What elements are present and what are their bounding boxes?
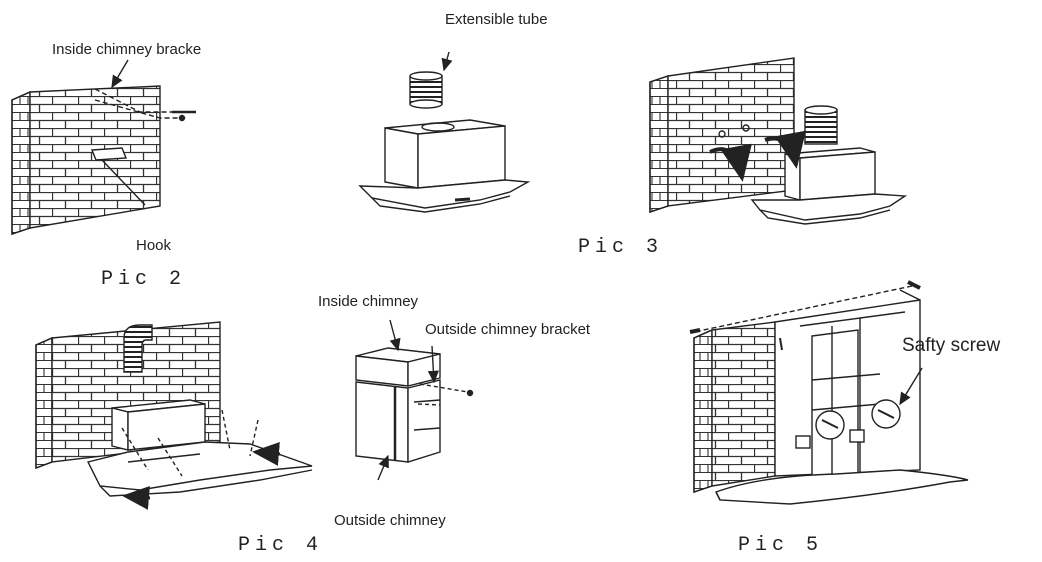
caption-pic2: Pic 2: [101, 268, 187, 291]
label-extensible-tube: Extensible tube: [445, 11, 548, 28]
pic2-bracket: [90, 147, 128, 161]
hook-pointer-line: [101, 159, 146, 206]
pic3-arrow-left: [709, 143, 752, 182]
caption-pic5: Pic 5: [738, 534, 824, 557]
hood-canopy: [358, 179, 531, 209]
pic3-tube: [804, 109, 838, 145]
pic3-arrow-right: [764, 130, 807, 169]
hood-with-tube-drawing: [358, 51, 531, 213]
pic5-drawing: [689, 280, 969, 505]
label-inside-chimney: Inside chimney: [318, 293, 419, 310]
chimney-drawing: [355, 319, 474, 481]
pic2-drawing: [11, 59, 196, 235]
label-outside-chimney-bracket: Outside chimney bracket: [425, 321, 591, 338]
pic4-drawing: [35, 321, 313, 510]
label-hook: Hook: [136, 237, 172, 254]
pic4-duct: [123, 324, 153, 373]
pic3-drawing: [649, 57, 908, 225]
bracket-pointer-line: [111, 59, 129, 89]
outside-chimney: [355, 381, 409, 463]
pic5-wall-face: [711, 321, 776, 487]
inside-chimney: [355, 355, 409, 387]
caption-pic3: Pic 3: [578, 236, 664, 259]
pic3-wall-face: [667, 57, 795, 207]
caption-pic4: Pic 4: [238, 534, 324, 557]
label-safety-screw: Safty screw: [902, 335, 1001, 356]
label-inside-chimney-bracket: Inside chimney bracke: [52, 41, 202, 58]
hood-box: [384, 127, 419, 189]
pic2-wall-side: [11, 90, 31, 235]
label-outside-chimney: Outside chimney: [334, 512, 446, 529]
